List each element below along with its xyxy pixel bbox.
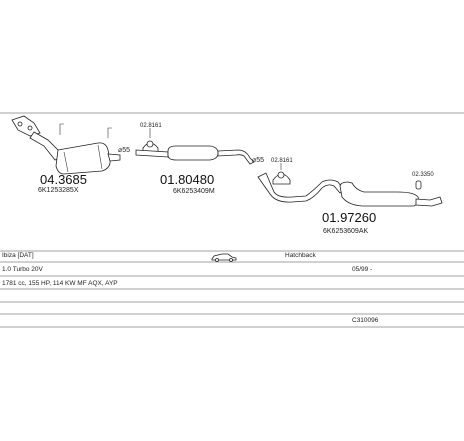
dia-label-a: ⌀55 <box>118 147 130 154</box>
clamp-number-b: 02.8161 <box>271 158 293 164</box>
part-rear-silencer[interactable] <box>257 172 443 207</box>
sensor-bracket-left <box>59 123 64 135</box>
system-code: C310096 <box>352 317 379 324</box>
part-number-2: 01.80480 <box>160 172 214 187</box>
part-middle-silencer[interactable] <box>135 145 255 165</box>
part-number-1: 04.3685 <box>40 172 87 187</box>
body-type: Hatchback <box>285 252 316 259</box>
part-number-3: 01.97260 <box>322 210 376 225</box>
dia-label-b: ⌀55 <box>252 157 264 164</box>
clamp-icon-b[interactable] <box>272 171 291 185</box>
sensor-bracket-right <box>107 127 112 138</box>
vehicle-model: Ibiza [DAT] <box>2 252 34 259</box>
hanger-icon[interactable] <box>415 180 422 190</box>
engine-spec: 1781 cc, 155 HP, 114 KW MF AQX, AYP <box>2 280 118 287</box>
car-side-icon <box>211 253 237 262</box>
oem-number-3: 6K6253609AK <box>323 228 368 235</box>
oem-number-1: 6K1253285X <box>38 187 79 194</box>
engine-name: 1.0 Turbo 20V <box>2 266 43 273</box>
clamp-number-a: 02.8161 <box>140 123 162 129</box>
oem-number-2: 6K6253409M <box>173 188 215 195</box>
hanger-number: 02.3350 <box>412 172 434 178</box>
part-catalytic-converter[interactable] <box>11 115 121 175</box>
production-date: 05/99 - <box>352 266 373 273</box>
